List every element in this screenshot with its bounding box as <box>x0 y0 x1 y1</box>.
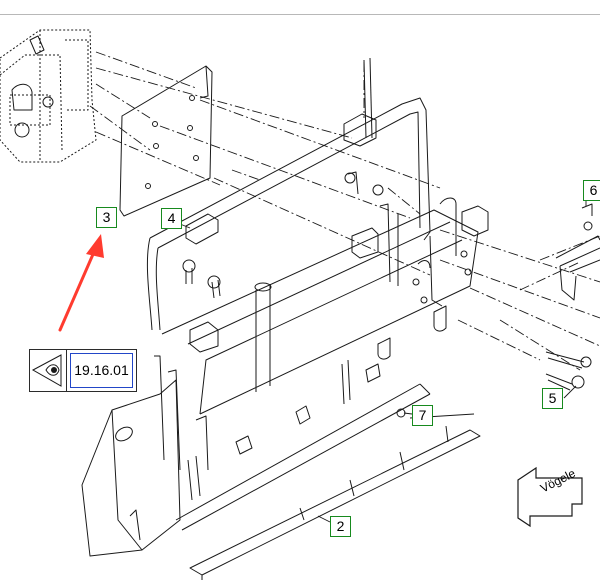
bolts <box>545 351 592 391</box>
top-divider <box>0 14 600 15</box>
callout-6[interactable]: 6 <box>583 180 600 201</box>
callout-5[interactable]: 5 <box>542 388 563 409</box>
rail-bar <box>189 413 481 580</box>
callout-3[interactable]: 3 <box>96 207 117 228</box>
main-frame <box>161 197 489 415</box>
view-reference-link[interactable]: 19.16.01 <box>29 349 137 392</box>
voegele-logo <box>517 466 583 528</box>
fittings <box>182 171 431 392</box>
callout-7[interactable]: 7 <box>412 405 433 426</box>
eye-icon <box>30 350 67 391</box>
machine-body <box>0 29 97 163</box>
mounting-plate <box>119 65 213 217</box>
lower-frame <box>81 355 431 557</box>
pointer-arrow <box>58 234 104 332</box>
callout-4[interactable]: 4 <box>161 208 182 229</box>
view-reference-number: 19.16.01 <box>70 353 133 388</box>
callout-2[interactable]: 2 <box>330 516 351 537</box>
right-bracket <box>555 203 600 301</box>
upper-frame <box>146 57 431 331</box>
machine-body-solid <box>11 35 54 138</box>
